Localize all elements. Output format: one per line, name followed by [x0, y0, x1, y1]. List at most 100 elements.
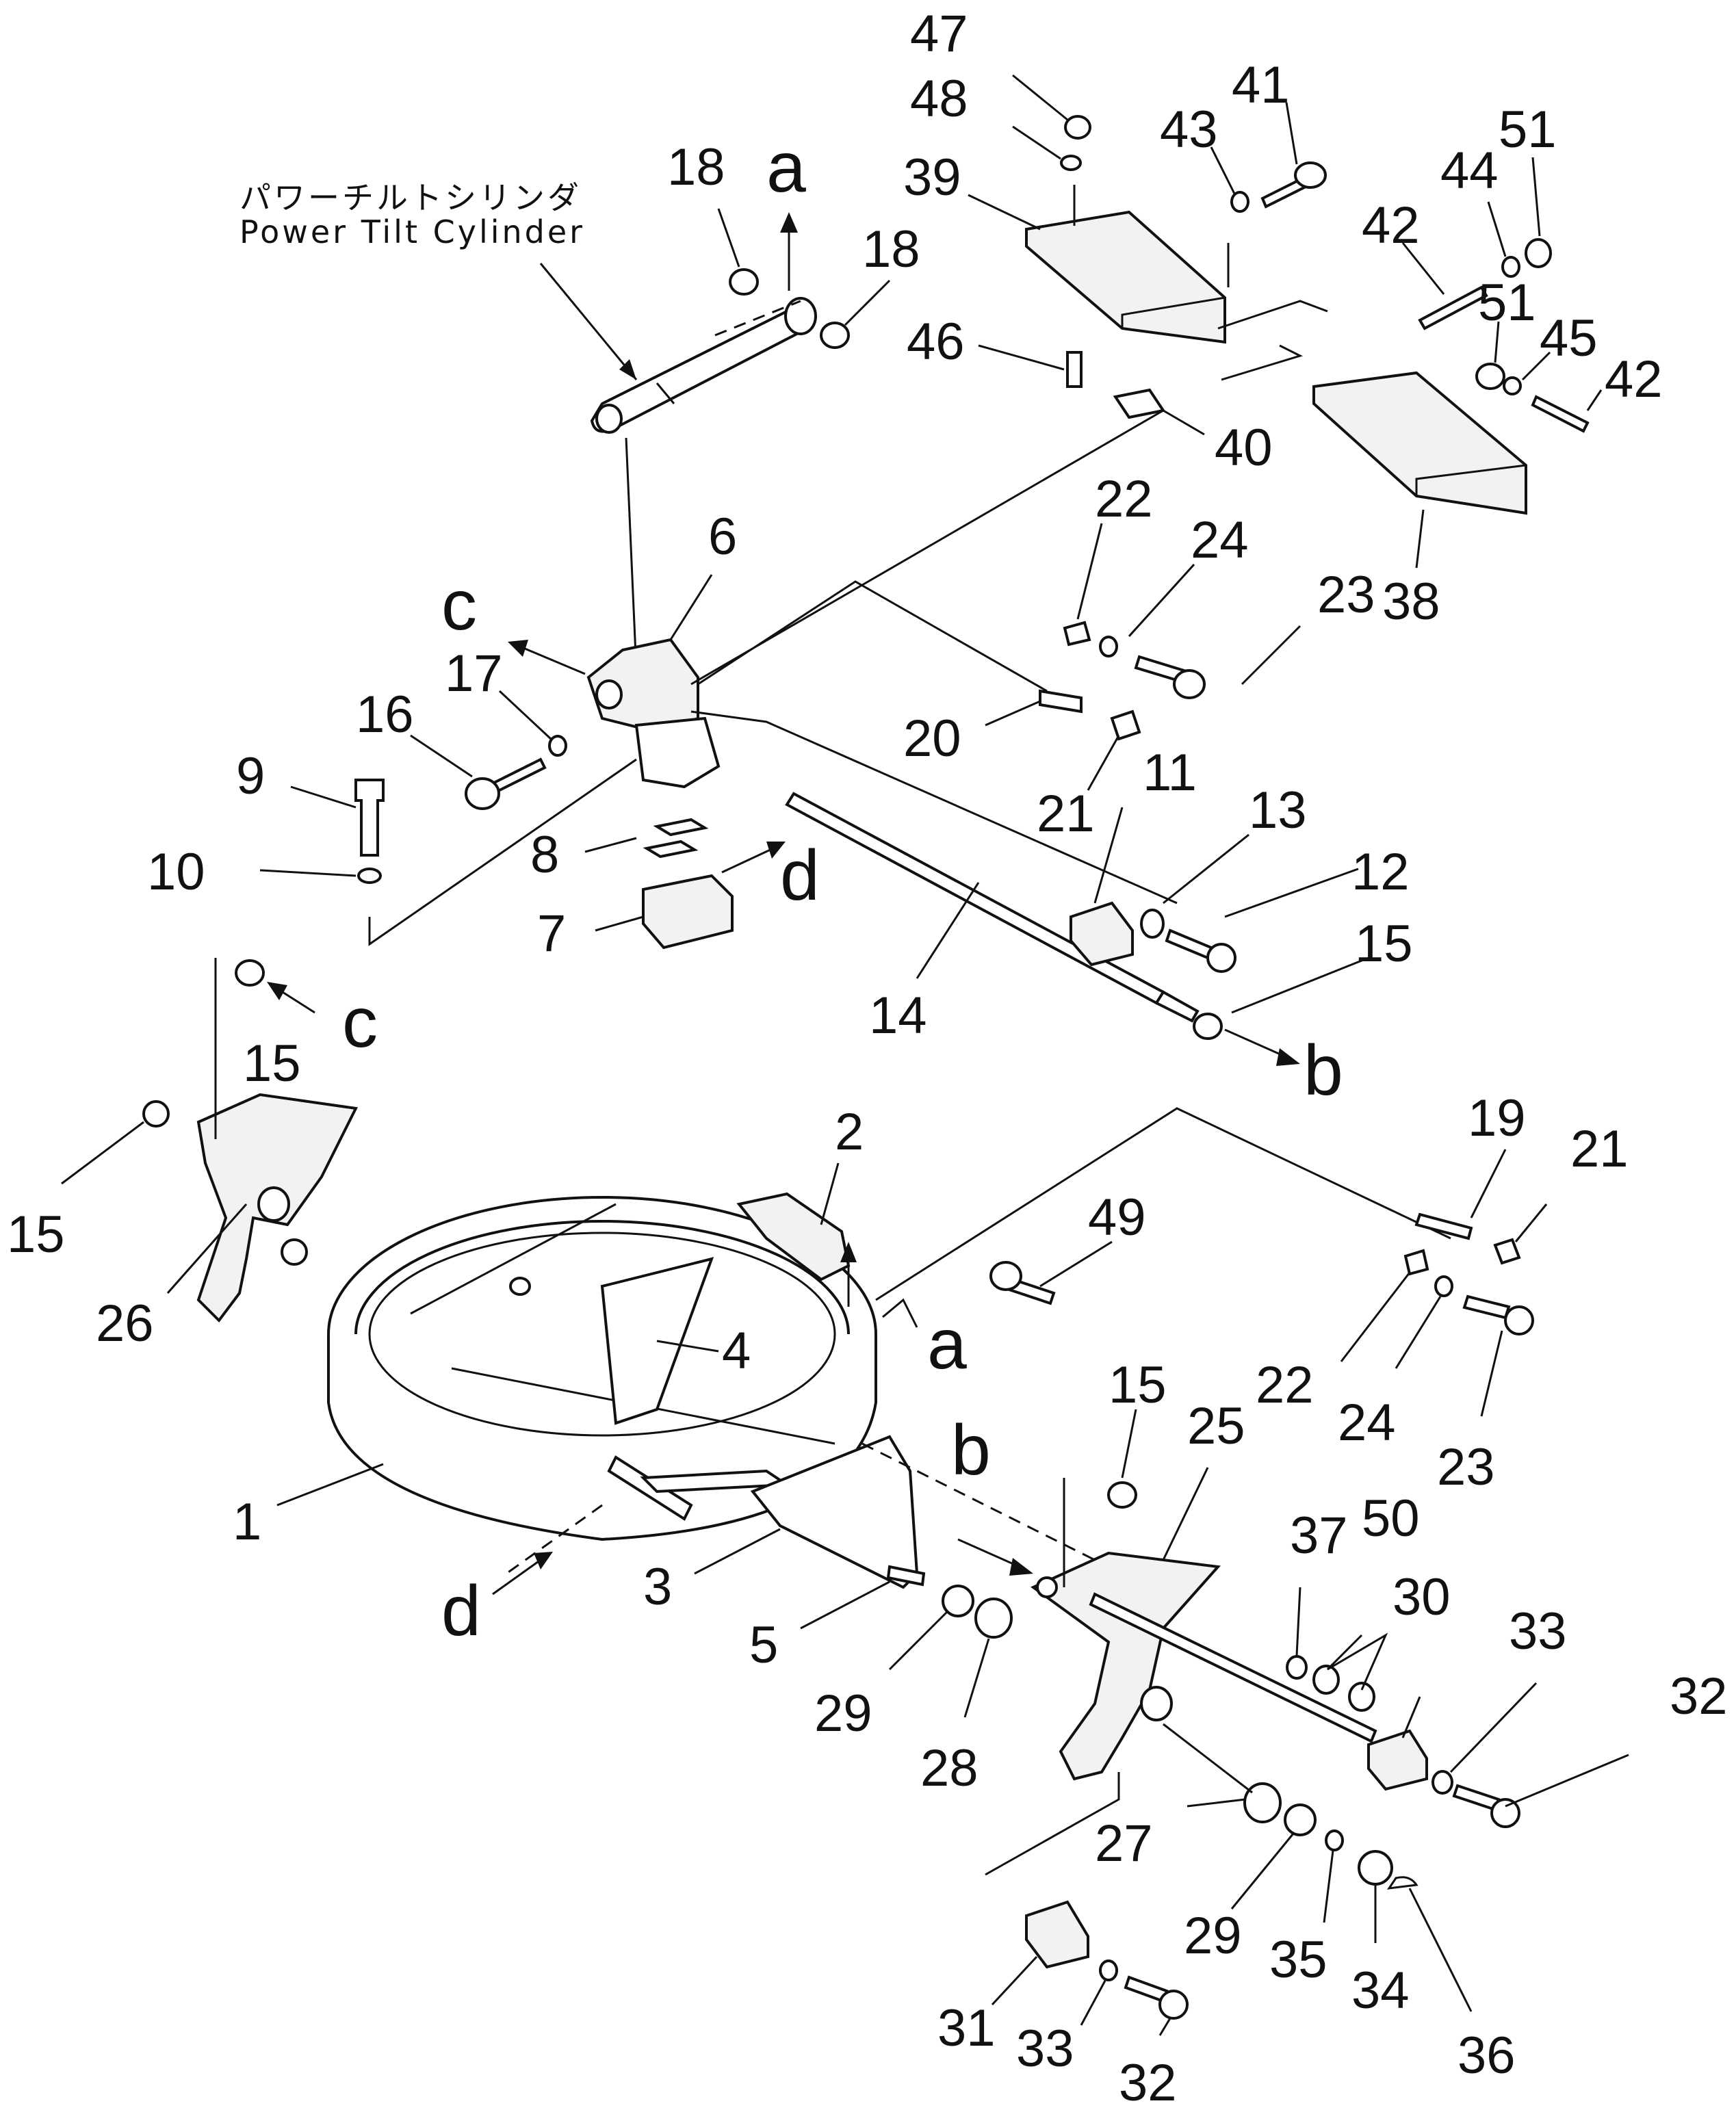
- bracket-31: [1025, 1900, 1089, 1969]
- bolt-32a: [1452, 1784, 1501, 1812]
- callout-34: 34: [1351, 1962, 1410, 2020]
- callout-28: 28: [920, 1739, 979, 1797]
- washer-13: [1140, 909, 1165, 939]
- callout-29-lower: 29: [1184, 1907, 1242, 1965]
- bushing-29b: [1284, 1803, 1317, 1836]
- callout-51-upper: 51: [1499, 101, 1557, 159]
- pin-36: [1386, 1876, 1418, 1890]
- bolt-12: [1165, 928, 1213, 960]
- power-tilt-cylinder: [590, 297, 817, 434]
- bracket-11: [1070, 901, 1134, 967]
- washer-17: [548, 735, 567, 757]
- callout-22-lower: 22: [1256, 1356, 1314, 1414]
- cover-38: [1312, 371, 1527, 515]
- callout-14: 14: [869, 987, 927, 1045]
- callout-23-lower: 23: [1437, 1438, 1495, 1496]
- nut-34: [1358, 1850, 1393, 1886]
- callout-group: 1 2 3 4 5 6 7 8 9 10 11 12 13 14 15 15 1…: [7, 5, 1728, 2110]
- callout-25: 25: [1187, 1397, 1245, 1455]
- callout-31: 31: [937, 1999, 996, 2057]
- ref-letter-c-top: c: [441, 566, 477, 645]
- callout-37: 37: [1290, 1507, 1348, 1565]
- callout-23-upper: 23: [1317, 566, 1375, 624]
- ref-letter-d-top: d: [780, 836, 820, 915]
- pin-19: [1414, 1212, 1473, 1240]
- washer-33a: [1431, 1770, 1453, 1795]
- callout-41: 41: [1232, 56, 1290, 114]
- callout-43: 43: [1160, 101, 1218, 159]
- shim-8b: [643, 839, 699, 859]
- bracket-40: [1113, 388, 1166, 419]
- callout-19: 19: [1468, 1089, 1526, 1147]
- callout-20: 20: [903, 709, 961, 768]
- pin-20: [1039, 689, 1083, 714]
- callout-39: 39: [903, 148, 961, 207]
- callout-10: 10: [147, 843, 205, 901]
- callout-40: 40: [1215, 419, 1273, 477]
- caption-japanese: パワーチルトシリンダ: [239, 179, 582, 216]
- callout-24-lower: 24: [1338, 1394, 1396, 1452]
- plate-22b: [1403, 1249, 1429, 1276]
- lever-25: [1031, 1551, 1221, 1781]
- pin-5: [886, 1565, 926, 1587]
- callout-15-right: 15: [1109, 1356, 1167, 1414]
- callout-46: 46: [907, 313, 965, 371]
- callout-44: 44: [1440, 142, 1499, 200]
- callout-17: 17: [445, 644, 503, 703]
- callout-32-right: 32: [1670, 1667, 1728, 1725]
- ref-letter-a-bottom: a: [927, 1305, 967, 1384]
- washer-37: [1286, 1655, 1308, 1680]
- callout-16: 16: [356, 686, 414, 744]
- nut-15-left-b: [142, 1100, 170, 1128]
- bushing-29a: [942, 1585, 974, 1617]
- callout-49: 49: [1088, 1188, 1146, 1247]
- callout-12: 12: [1351, 843, 1410, 901]
- washer-44: [1501, 256, 1520, 278]
- ref-letter-b-top: b: [1304, 1031, 1343, 1110]
- callout-9: 9: [236, 747, 265, 805]
- callout-4: 4: [722, 1322, 751, 1380]
- callout-3: 3: [643, 1558, 672, 1616]
- ring-1: [327, 1196, 877, 1541]
- callout-11: 11: [1143, 744, 1197, 802]
- rod-14: [785, 792, 1200, 1023]
- ref-letter-d-bottom: d: [441, 1572, 481, 1651]
- nut-15-left-a: [235, 959, 265, 987]
- callout-30: 30: [1392, 1568, 1451, 1626]
- washer-10: [357, 868, 382, 884]
- ref-letter-a-top: a: [766, 128, 806, 207]
- callout-38: 38: [1382, 573, 1440, 631]
- callout-36: 36: [1458, 2027, 1516, 2085]
- stud-42a: [1418, 285, 1488, 330]
- callout-15-rod: 15: [1355, 915, 1413, 973]
- washer-24a: [1099, 636, 1118, 657]
- callout-50: 50: [1362, 1489, 1420, 1548]
- nut-51a: [1525, 238, 1552, 268]
- nut-51b: [1475, 363, 1505, 390]
- bracket-6: [586, 638, 721, 789]
- callout-42-upper: 42: [1362, 196, 1420, 255]
- ref-letter-c-bottom: c: [342, 983, 378, 1063]
- ref-letter-b-bottom: b: [951, 1411, 991, 1490]
- callout-18-left: 18: [667, 138, 725, 196]
- washer-43: [1230, 191, 1249, 213]
- bolt-21b: [1493, 1238, 1521, 1265]
- bolt-23b: [1462, 1294, 1511, 1320]
- block-7: [642, 874, 734, 950]
- callout-5: 5: [749, 1616, 778, 1674]
- callout-33-bottom: 33: [1016, 2020, 1074, 2078]
- lever-26: [196, 1093, 359, 1323]
- callout-21-upper: 21: [1037, 785, 1095, 843]
- rod-right: [1089, 1592, 1377, 1743]
- washer-24b: [1434, 1275, 1453, 1297]
- callout-45: 45: [1540, 309, 1598, 367]
- callout-48: 48: [910, 70, 968, 128]
- washer-33b: [1099, 1959, 1118, 1981]
- bolt-9: [354, 779, 385, 857]
- stud-42b: [1531, 395, 1590, 433]
- callout-15-upper-left: 15: [243, 1034, 301, 1093]
- nut-50a: [1312, 1665, 1340, 1695]
- callout-8: 8: [530, 826, 559, 884]
- callout-13: 13: [1249, 781, 1307, 839]
